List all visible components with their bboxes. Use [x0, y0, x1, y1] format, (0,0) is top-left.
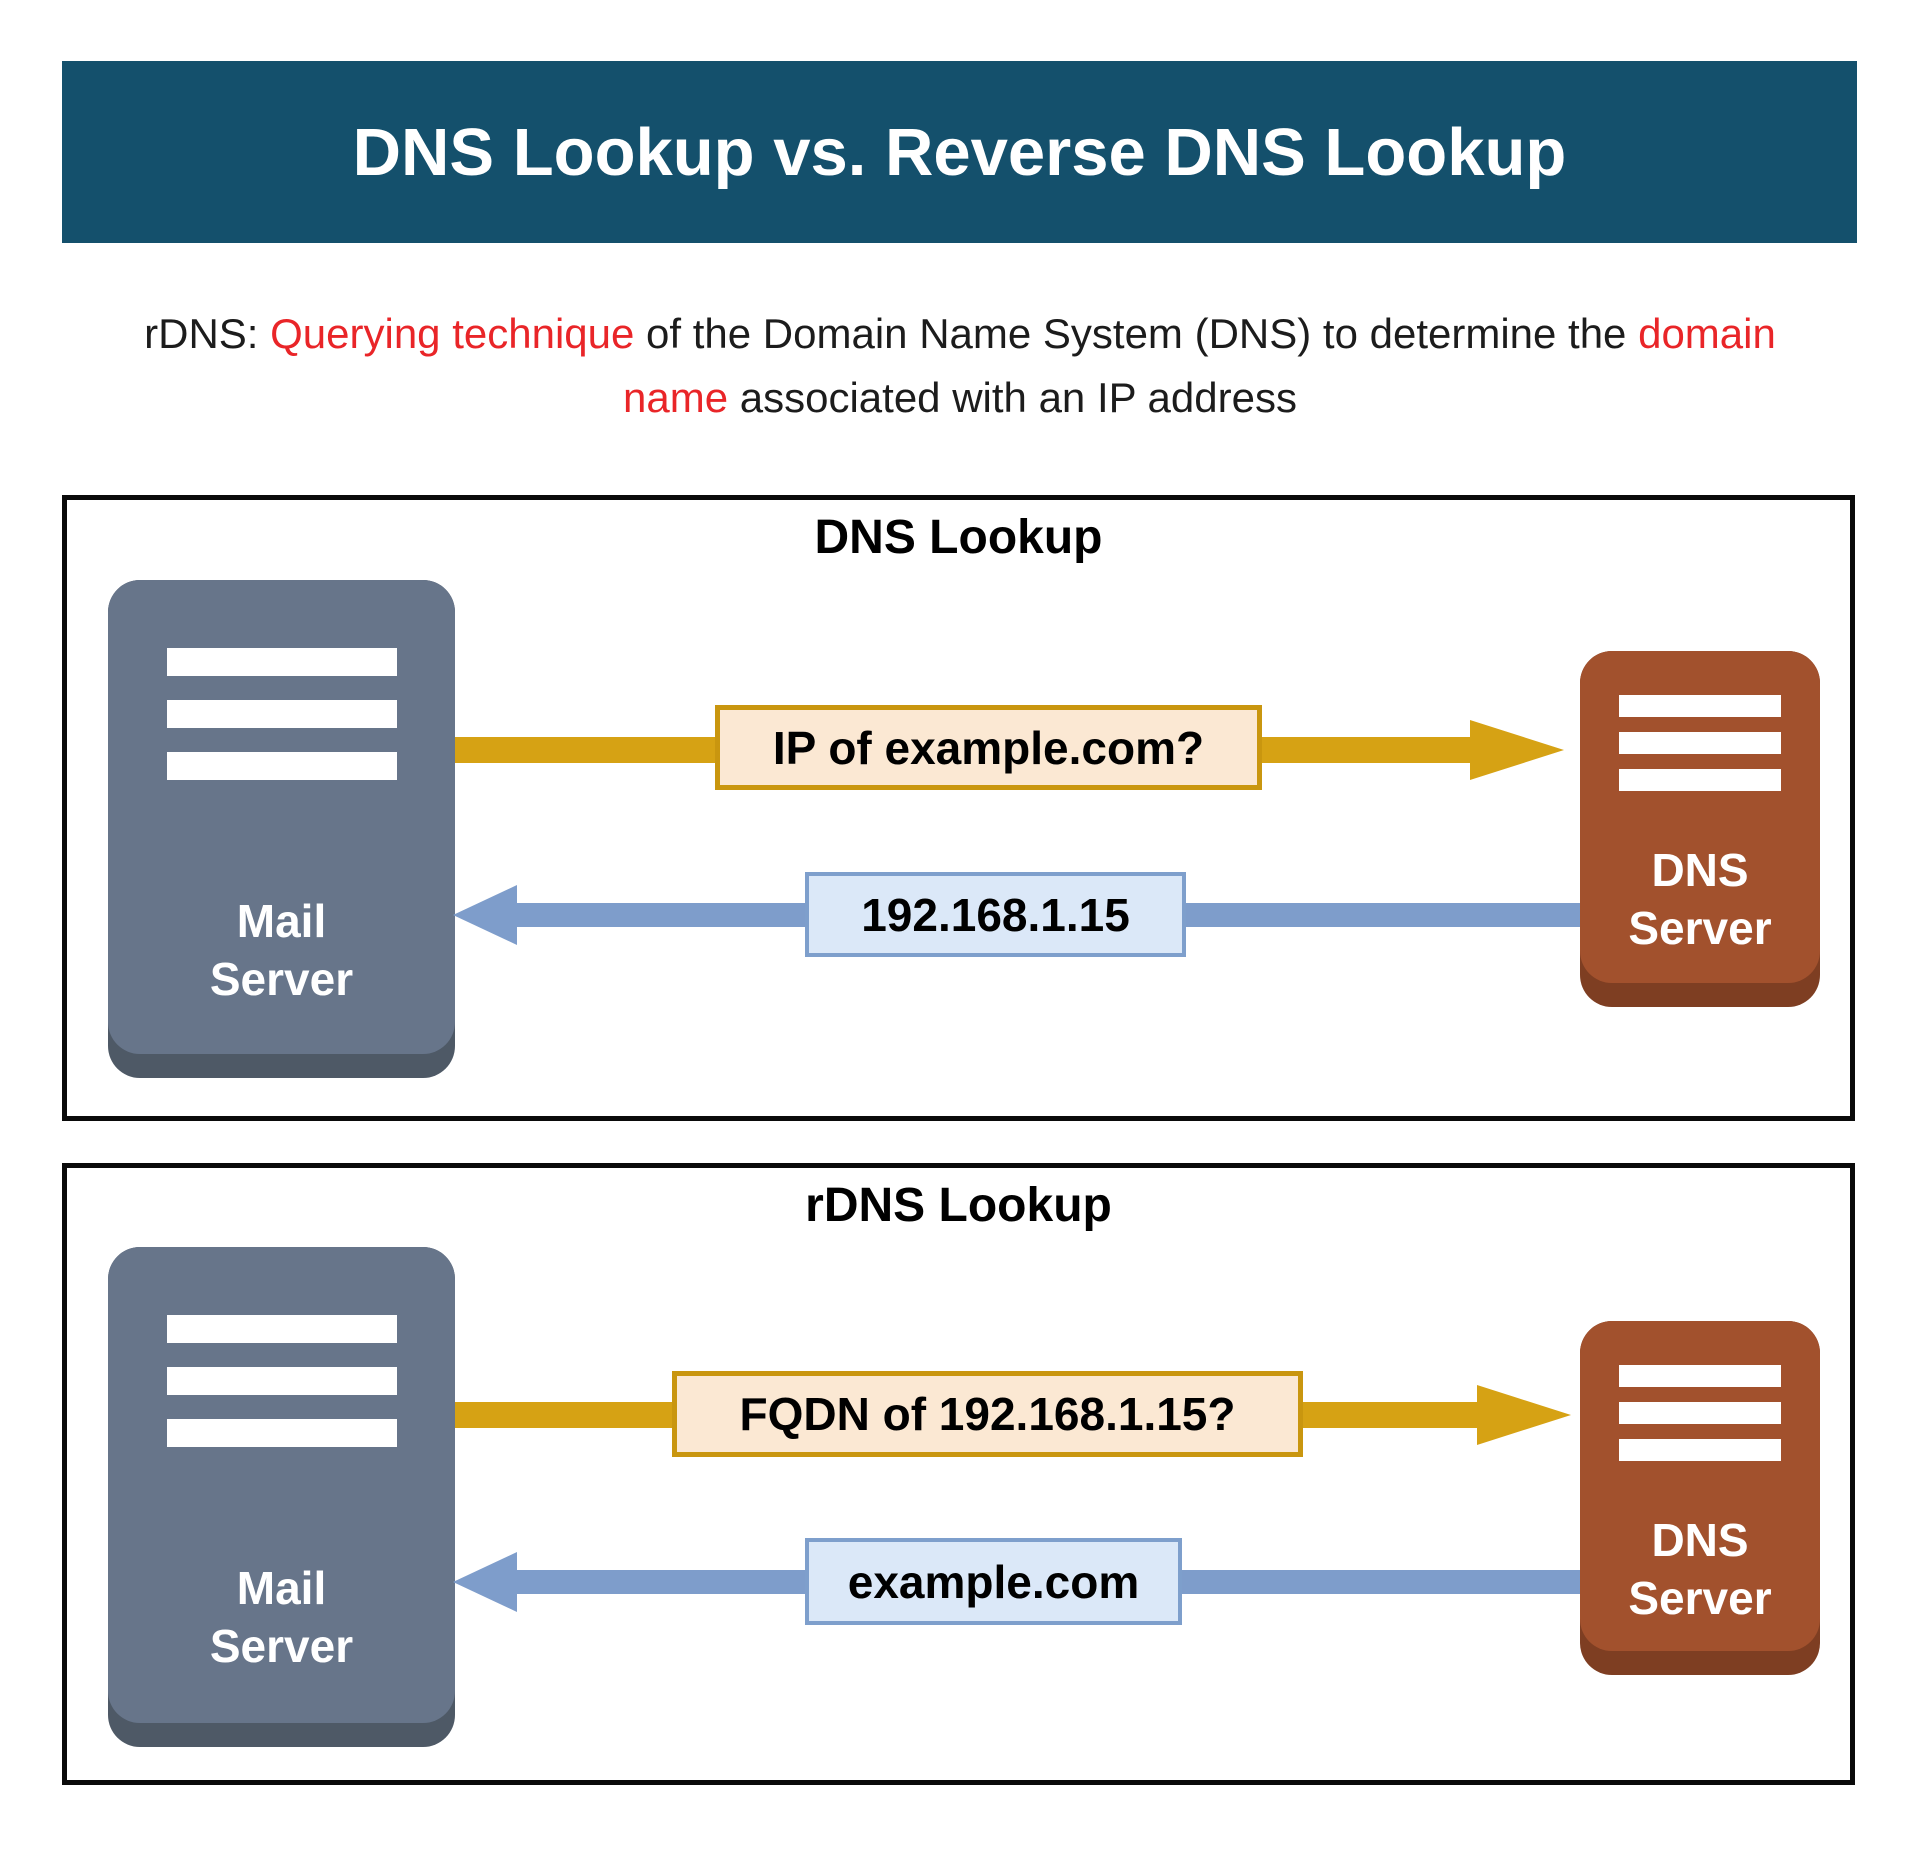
server-slot: [166, 648, 397, 676]
definition-highlight: Querying technique: [270, 310, 635, 357]
server-slot: [166, 1367, 397, 1395]
query-arrow-shaft: [1262, 737, 1470, 763]
server-slots-icon: [1580, 695, 1820, 791]
dns-lookup-panel: DNS Lookup Mail Server: [62, 495, 1855, 1121]
page-title: DNS Lookup vs. Reverse DNS Lookup: [352, 114, 1567, 190]
server-slots-icon: [108, 648, 455, 780]
header-bar: DNS Lookup vs. Reverse DNS Lookup: [62, 61, 1857, 243]
dns-server-icon: DNS Server: [1580, 1321, 1820, 1651]
query-arrow-shaft: [455, 737, 715, 763]
dns-server-icon: DNS Server: [1580, 651, 1820, 983]
server-slot: [166, 1315, 397, 1343]
dns-server-label: DNS Server: [1628, 1514, 1772, 1624]
definition-text: associated with an IP address: [728, 374, 1297, 421]
definition-line-2: name associated with an IP address: [0, 366, 1920, 430]
definition-highlight: domain: [1638, 310, 1776, 357]
server-slot: [166, 1419, 397, 1447]
mail-server-label: Mail Server: [209, 895, 354, 1005]
response-arrowhead-icon: [453, 1552, 517, 1612]
response-label-box: 192.168.1.15: [805, 872, 1186, 957]
server-slot: [1619, 695, 1781, 717]
mail-server-icon: Mail Server: [108, 1247, 455, 1723]
definition-line-1: rDNS: Querying technique of the Domain N…: [0, 302, 1920, 366]
query-arrow-shaft: [455, 1402, 672, 1428]
panel-title: rDNS Lookup: [805, 1179, 1112, 1232]
server-slots-icon: [1580, 1365, 1820, 1461]
server-slot: [1619, 1402, 1781, 1424]
server-slot: [166, 752, 397, 780]
dns-server: DNS Server: [1580, 651, 1820, 1007]
panel-title: DNS Lookup: [814, 511, 1103, 564]
mail-server: Mail Server: [108, 580, 455, 1078]
server-slot: [1619, 769, 1781, 791]
query-arrowhead-icon: [1477, 1385, 1571, 1445]
definition-text: rDNS:: [144, 310, 271, 357]
rdns-definition: rDNS: Querying technique of the Domain N…: [0, 302, 1920, 430]
definition-highlight: name: [623, 374, 729, 421]
response-arrowhead-icon: [453, 885, 517, 945]
mail-server-icon: Mail Server: [108, 580, 455, 1054]
mail-server: Mail Server: [108, 1247, 455, 1747]
server-slot: [1619, 732, 1781, 754]
query-label-box: FQDN of 192.168.1.15?: [672, 1371, 1303, 1457]
server-slots-icon: [108, 1315, 455, 1447]
mail-server-label: Mail Server: [209, 1562, 354, 1672]
response-label-box: example.com: [805, 1538, 1182, 1625]
dns-server-label: DNS Server: [1628, 844, 1772, 954]
query-arrow-shaft: [1303, 1402, 1477, 1428]
definition-text: of the Domain Name System (DNS) to deter…: [634, 310, 1639, 357]
server-slot: [1619, 1365, 1781, 1387]
query-label-box: IP of example.com?: [715, 705, 1262, 790]
query-arrowhead-icon: [1470, 720, 1564, 780]
rdns-lookup-panel: rDNS Lookup Mail Server: [62, 1163, 1855, 1785]
server-slot: [1619, 1439, 1781, 1461]
dns-server: DNS Server: [1580, 1321, 1820, 1675]
server-slot: [166, 700, 397, 728]
